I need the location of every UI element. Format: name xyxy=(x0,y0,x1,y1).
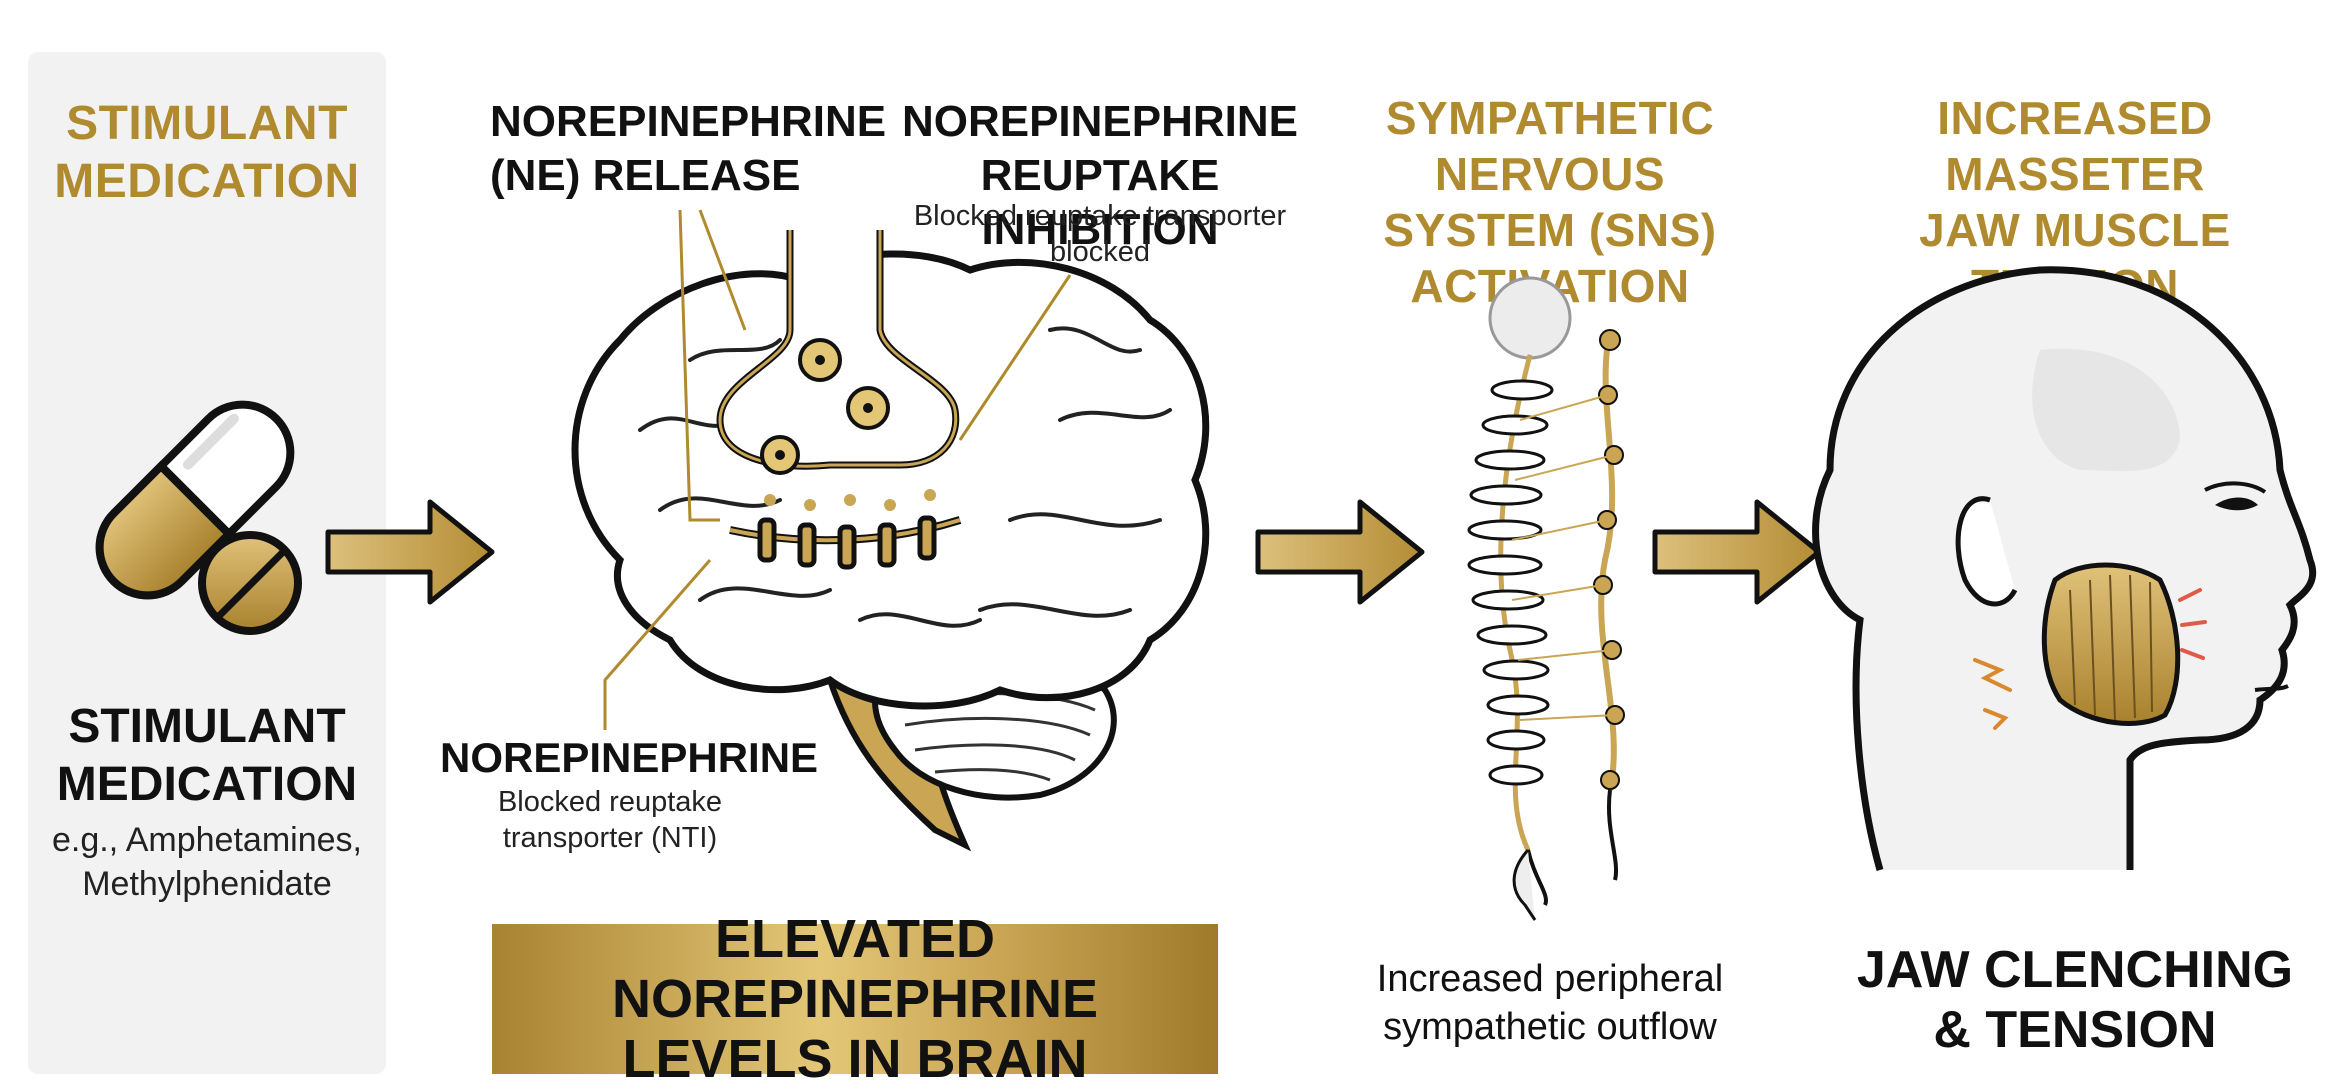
arrow-icon xyxy=(1652,499,1822,605)
step1-examples-line2: Methylphenidate xyxy=(82,865,332,903)
reuptake-note-line2: blocked xyxy=(1050,236,1150,268)
spine-nerve-icon xyxy=(1467,276,1625,921)
step1-title-text: STIMULANT MEDICATION xyxy=(54,97,360,208)
arrow-icon xyxy=(1255,499,1425,605)
reuptake-title-line2: REUPTAKE INHIBITION xyxy=(980,151,1220,254)
sns-caption-line2: sympathetic outflow xyxy=(1383,1006,1717,1048)
banner-line1: ELEVATED NOREPINEPHRINE xyxy=(611,909,1099,1029)
release-title-line2: (NE) RELEASE xyxy=(490,151,801,200)
reuptake-note-line1: Blocked reuptake transporter xyxy=(913,200,1287,232)
ne-note-line1: Blocked reuptake xyxy=(497,786,723,818)
ne-title: NOREPINEPHRINE xyxy=(440,734,819,781)
reuptake-title: NOREPINEPHRINE REUPTAKE INHIBITION xyxy=(900,95,1300,257)
sns-caption-line1: Increased peripheral xyxy=(1376,958,1724,1000)
step1-examples: e.g., Amphetamines, Methylphenidate xyxy=(28,818,386,906)
banner-line2: LEVELS IN BRAIN xyxy=(622,1029,1088,1089)
step1-examples-line1: e.g., Amphetamines, xyxy=(52,821,362,859)
jaw-caption: JAW CLENCHING & TENSION xyxy=(1830,940,2320,1060)
capsule-pill-icon xyxy=(95,400,302,635)
masseter-title-line1: INCREASED MASSETER xyxy=(1937,92,2213,200)
elevated-ne-banner: ELEVATED NOREPINEPHRINE LEVELS IN BRAIN xyxy=(492,909,1218,1089)
step1-label: STIMULANT MEDICATION xyxy=(56,700,358,811)
sns-caption: Increased peripheral sympathetic outflow xyxy=(1340,955,1760,1051)
banner-text: ELEVATED NOREPINEPHRINE LEVELS IN BRAIN xyxy=(492,909,1218,1089)
arrow-icon xyxy=(325,499,495,605)
head-jaw-muscle-icon xyxy=(1812,266,2316,871)
step1-title: STIMULANT MEDICATION xyxy=(28,95,386,211)
reuptake-note: Blocked reuptake transporter blocked xyxy=(900,198,1300,270)
ne-note-line2: transporter (NTI) xyxy=(502,822,718,854)
release-title: NOREPINEPHRINE (NE) RELEASE xyxy=(490,95,887,203)
jaw-caption-line1: JAW CLENCHING xyxy=(1856,941,2294,999)
reuptake-title-line1: NOREPINEPHRINE xyxy=(901,97,1299,146)
sns-title: SYMPATHETIC NERVOUS SYSTEM (SNS) ACTIVAT… xyxy=(1290,90,1810,314)
sns-title-line1: SYMPATHETIC NERVOUS xyxy=(1385,92,1715,200)
jaw-caption-line2: & TENSION xyxy=(1933,1001,2217,1059)
release-title-line1: NOREPINEPHRINE xyxy=(490,97,887,146)
sns-title-line2: SYSTEM (SNS) xyxy=(1383,204,1717,256)
ne-note: Blocked reuptake transporter (NTI) xyxy=(440,784,780,856)
brain-synapse-icon xyxy=(571,209,1210,852)
